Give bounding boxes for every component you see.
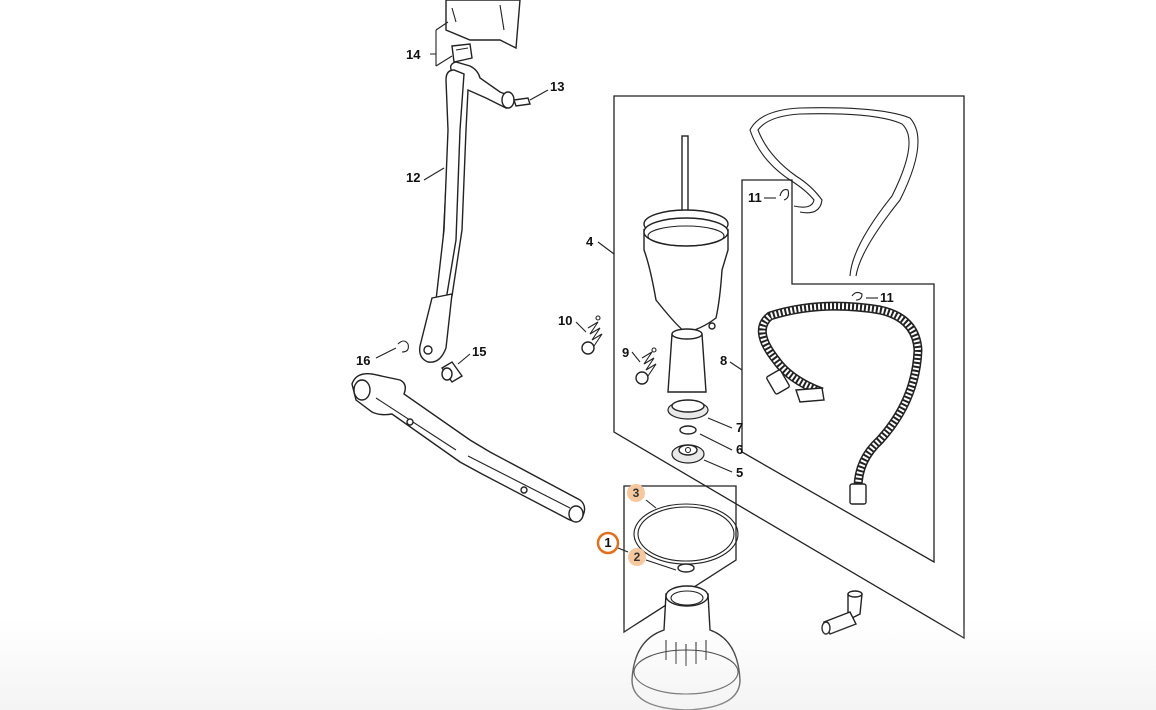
leader-5 — [703, 459, 733, 473]
valve-seat-part-5[interactable] — [671, 444, 705, 464]
callout-6[interactable]: 6 — [736, 442, 743, 457]
leader-15 — [457, 353, 471, 365]
spring-part-10[interactable] — [581, 315, 603, 355]
tank-part-4[interactable] — [643, 135, 729, 393]
leader-1 — [617, 547, 629, 553]
leader-9 — [631, 351, 641, 363]
elbow-fitting[interactable] — [821, 590, 863, 635]
leader-6 — [699, 433, 733, 451]
kit-box-outline — [613, 95, 965, 640]
leader-12 — [423, 167, 445, 181]
oring-part-6[interactable] — [679, 425, 697, 435]
leader-8 — [729, 361, 743, 371]
hose-box-outline — [741, 179, 935, 564]
leader-14 — [430, 21, 453, 67]
bushing-part-15[interactable] — [440, 361, 464, 383]
leader-10 — [575, 321, 587, 333]
callout-14[interactable]: 14 — [406, 47, 421, 62]
leader-16 — [375, 347, 397, 359]
bracket-part-14[interactable] — [445, 0, 521, 63]
seal-part-2[interactable] — [677, 563, 695, 573]
leader-7 — [707, 417, 733, 429]
callout-12[interactable]: 12 — [406, 170, 420, 185]
spring-part-9[interactable] — [635, 347, 657, 385]
base-part-1[interactable] — [631, 585, 741, 710]
callout-1[interactable]: 1 — [604, 535, 611, 550]
lever-shaft[interactable] — [351, 373, 586, 523]
leader-4 — [597, 241, 615, 255]
leader-3 — [645, 499, 657, 509]
handle-rod-part-12[interactable] — [418, 61, 515, 363]
callout-16[interactable]: 16 — [356, 353, 370, 368]
leader-2 — [645, 559, 677, 571]
callout-11-bottom[interactable]: 11 — [880, 290, 894, 305]
callout-8[interactable]: 8 — [720, 353, 727, 368]
callout-2-highlight — [628, 548, 646, 566]
callout-3-highlight — [627, 484, 645, 502]
callout-11-top[interactable]: 11 — [748, 190, 762, 205]
callout-9[interactable]: 9 — [622, 345, 629, 360]
callout-2[interactable]: 2 — [634, 550, 641, 564]
callout-3[interactable]: 3 — [633, 486, 640, 500]
leader-13 — [529, 89, 549, 101]
callout-4[interactable]: 4 — [586, 234, 594, 249]
hose-part-8[interactable] — [757, 301, 923, 505]
pin-part-13[interactable] — [513, 97, 531, 107]
callout-5[interactable]: 5 — [736, 465, 743, 480]
base-box-outline — [623, 485, 737, 634]
oring-part-3[interactable] — [633, 503, 739, 565]
clip-part-16[interactable] — [397, 340, 409, 353]
thin-tube[interactable] — [749, 107, 919, 277]
clamp-part-11-bottom[interactable] — [851, 291, 863, 301]
callout-10[interactable]: 10 — [558, 313, 572, 328]
clamp-part-11-top[interactable] — [779, 189, 790, 201]
callout-13[interactable]: 13 — [550, 79, 564, 94]
callout-15[interactable]: 15 — [472, 344, 486, 359]
callout-1-selected-ring — [596, 531, 620, 555]
callout-7[interactable]: 7 — [736, 420, 743, 435]
ring-part-7[interactable] — [667, 399, 709, 420]
